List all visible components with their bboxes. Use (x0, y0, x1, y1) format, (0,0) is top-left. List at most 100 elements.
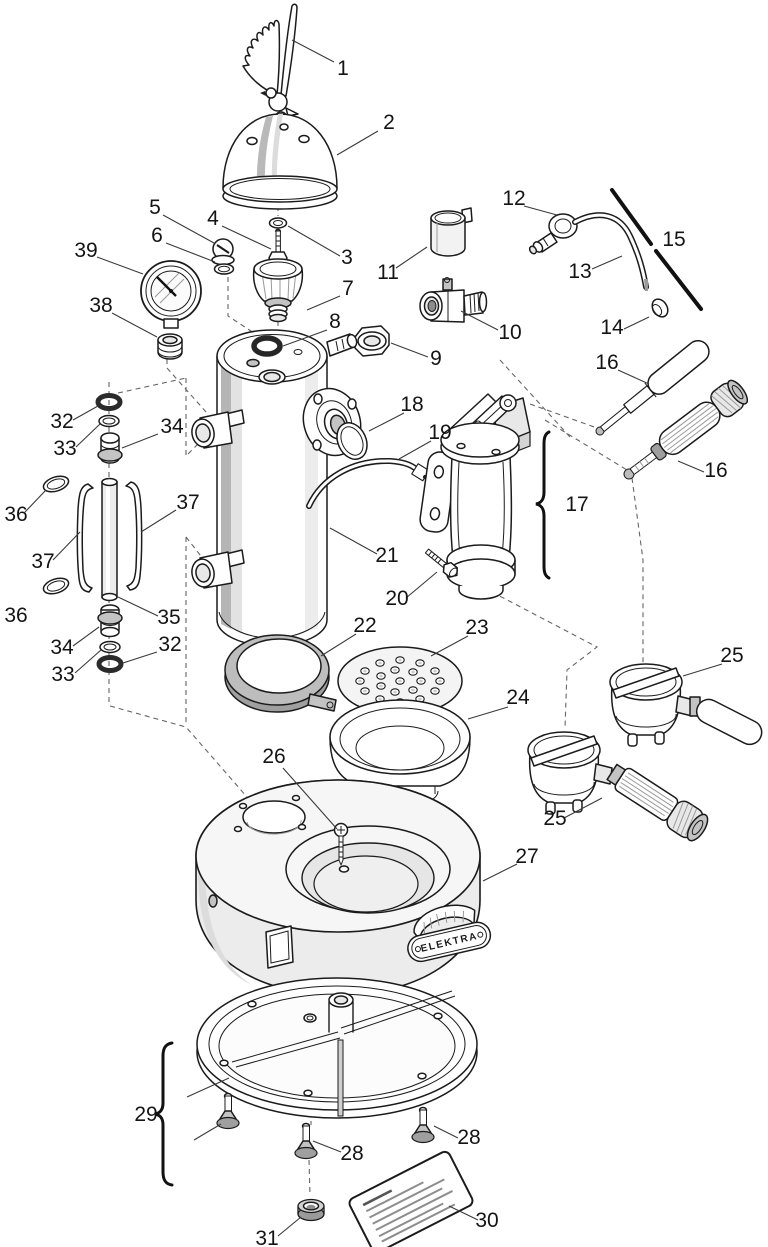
callout-39: 39 (74, 239, 97, 262)
part-wand-tip (651, 298, 669, 318)
part-housing: ELEKTRA (195, 779, 492, 996)
callout-28b: 28 (457, 1126, 480, 1149)
callout-38: 38 (89, 294, 112, 317)
callout-36a: 36 (4, 503, 27, 526)
brace-29 (154, 1041, 174, 1187)
part-handle-fluted (623, 379, 749, 480)
callout-29: 29 (134, 1103, 157, 1126)
part-hex-nut (354, 325, 390, 357)
part-glass-tube-35 (101, 477, 118, 602)
callout-20: 20 (385, 587, 408, 610)
callout-17: 17 (565, 493, 588, 516)
part-portafilter-lower (527, 731, 709, 842)
part-foot-middle (294, 1122, 318, 1160)
part-wand-line (610, 188, 703, 311)
part-washer-3 (268, 217, 288, 229)
callout-30: 30 (475, 1209, 498, 1232)
part-fitting-34-top (97, 432, 123, 464)
callout-28a: 28 (340, 1142, 363, 1165)
part-boiler (191, 329, 362, 647)
callout-37a: 37 (31, 550, 54, 573)
callout-12: 12 (502, 187, 525, 210)
part-washer-33-top (98, 414, 120, 428)
callout-34b: 34 (50, 636, 74, 659)
callout-10: 10 (498, 321, 521, 344)
part-washer-33-bottom (99, 640, 121, 654)
part-cap-nut-5 (211, 238, 235, 266)
part-ring-36-bottom (42, 577, 70, 595)
callout-23: 23 (465, 616, 488, 639)
part-oring-32-top (95, 393, 123, 411)
brace-17 (535, 430, 551, 580)
part-valve-cover (430, 207, 473, 257)
part-group-bolt (424, 548, 458, 578)
callout-37b: 37 (176, 491, 199, 514)
part-top-gasket (251, 335, 283, 357)
callout-7: 7 (342, 277, 354, 300)
part-filter-bowl (329, 699, 471, 808)
callout-24: 24 (506, 686, 530, 709)
part-group-assembly (419, 393, 531, 600)
part-handle-smooth (595, 339, 710, 436)
part-foot-nut (297, 1198, 325, 1222)
callout-26: 26 (262, 745, 285, 768)
callout-33b: 33 (51, 663, 74, 686)
part-pressure-gauge (140, 260, 202, 329)
boiler-boss-lower (191, 549, 245, 589)
part-spec-label (348, 1150, 474, 1247)
callout-31: 31 (255, 1227, 278, 1247)
part-steam-valve (419, 277, 488, 323)
callout-1: 1 (337, 57, 349, 80)
part-guard-rail-right (125, 481, 143, 591)
part-gauge-fitting (157, 333, 183, 360)
callout-4: 4 (207, 207, 219, 230)
callout-25b: 25 (543, 807, 566, 830)
callout-32b: 32 (158, 633, 181, 656)
part-oring-32-bottom (96, 655, 124, 673)
part-fitting-34-bottom (97, 604, 123, 638)
callout-13: 13 (568, 260, 591, 283)
leader-lines (24, 39, 723, 1237)
callout-35: 35 (157, 606, 180, 629)
part-shower-disc (337, 646, 463, 716)
callout-19: 19 (428, 421, 451, 444)
callout-34a: 34 (160, 415, 184, 438)
callout-5: 5 (149, 196, 161, 219)
callout-9: 9 (430, 347, 442, 370)
part-foot-right (411, 1106, 435, 1144)
callout-25a: 25 (720, 644, 743, 667)
part-sight-glass-assembly (42, 393, 143, 673)
part-body-screw (333, 822, 349, 866)
part-steam-pipe (572, 212, 649, 291)
callout-2: 2 (383, 111, 395, 134)
callout-14: 14 (600, 316, 624, 339)
part-base-plate (196, 977, 478, 1119)
callout-11: 11 (377, 261, 399, 284)
part-portafilter-upper (609, 663, 763, 747)
callout-36b: 36 (4, 604, 27, 627)
callout-32a: 32 (50, 410, 73, 433)
part-guard-rail-left (76, 483, 94, 593)
callout-33a: 33 (53, 437, 76, 460)
callout-8: 8 (329, 310, 341, 333)
part-dome-cap (222, 113, 338, 210)
part-washer-6 (213, 263, 235, 275)
callout-18: 18 (400, 393, 423, 416)
callout-6: 6 (151, 224, 163, 247)
part-ring-36-top (42, 475, 70, 493)
callout-16b: 16 (704, 459, 727, 482)
part-foot-left (216, 1092, 240, 1130)
part-steam-knob (252, 258, 304, 323)
part-flange-gasket (336, 422, 368, 460)
elektra-badge: ELEKTRA (407, 904, 492, 963)
callout-15: 15 (662, 228, 685, 251)
callout-22: 22 (353, 614, 376, 637)
part-clamp-ring (224, 634, 337, 713)
boiler-boss-upper (191, 409, 245, 449)
callout-27: 27 (515, 845, 538, 868)
part-wand-fitting (528, 213, 578, 255)
callout-21: 21 (375, 544, 398, 567)
callout-3: 3 (341, 246, 353, 269)
